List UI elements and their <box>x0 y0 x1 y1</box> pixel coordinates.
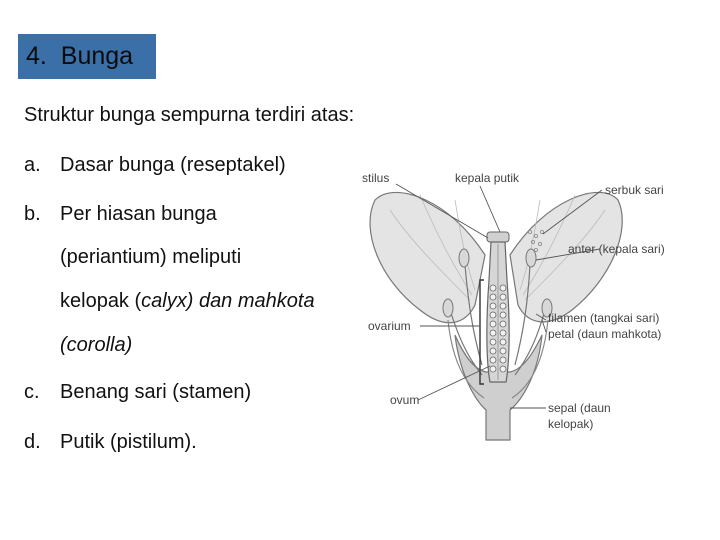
list-item-b-line4: (corolla) <box>60 334 133 356</box>
label-filamen: filamen (tangkai sari) <box>548 311 659 325</box>
leader-lines <box>395 183 603 409</box>
sepal-layer <box>447 319 549 399</box>
list-item-b-line2: (periantium) meliputi <box>60 246 242 268</box>
list-item-text: Per hiasan bunga <box>60 203 217 225</box>
label-stilus: stilus <box>362 171 389 185</box>
anther-left <box>458 248 470 268</box>
stamens <box>449 264 546 376</box>
label-kepala-putik: kepala putik <box>455 171 520 185</box>
heading-number: 4. <box>26 42 47 70</box>
page-title: 4. Bunga <box>26 42 133 71</box>
flower-diagram: stilus kepala putik serbuk sari anter (k… <box>362 171 665 441</box>
label-petal: petal (daun mahkota) <box>548 327 661 341</box>
list-item-text: Dasar bunga (reseptakel) <box>60 154 286 176</box>
label-serbuk-sari: serbuk sari <box>605 183 664 197</box>
label-sepal-1: sepal (daun <box>548 401 611 415</box>
line3-italic: calyx) dan mahkota <box>141 290 315 312</box>
petal-veins <box>389 194 606 301</box>
receptacle <box>454 334 543 441</box>
left-petal <box>369 191 486 324</box>
list-item-a: a. Dasar bunga (reseptakel) <box>24 154 286 177</box>
heading-box: 4. Bunga <box>18 34 156 79</box>
label-sepal-2: kelopak) <box>548 417 593 431</box>
list-marker: b. <box>24 203 41 225</box>
ovules <box>489 284 507 373</box>
label-ovarium: ovarium <box>368 319 411 333</box>
list-item-b-line3: kelopak (calyx) dan mahkota <box>60 290 315 313</box>
intro-text: Struktur bunga sempurna terdiri atas: <box>24 104 355 126</box>
list-item-text: Putik (pistilum). <box>60 431 197 453</box>
list-marker: a. <box>24 154 41 176</box>
label-anter: anter (kepala sari) <box>568 242 665 256</box>
list-item-text: Benang sari (stamen) <box>60 381 252 403</box>
list-marker: c. <box>24 381 40 403</box>
stigma <box>486 231 510 243</box>
label-ovum: ovum <box>390 393 419 407</box>
anther-left-2 <box>442 298 454 318</box>
list-item-d: d. Putik (pistilum). <box>24 431 197 454</box>
pollen <box>527 230 544 253</box>
line3-pre: kelopak ( <box>60 290 142 312</box>
anther-right <box>525 248 537 268</box>
ovary-bracket <box>479 279 484 385</box>
list-item-b: b. Per hiasan bunga <box>24 203 217 226</box>
list-marker: d. <box>24 431 41 453</box>
heading-text: Bunga <box>60 42 134 70</box>
list-item-c: c. Benang sari (stamen) <box>24 381 251 404</box>
anther-right-2 <box>541 298 553 318</box>
